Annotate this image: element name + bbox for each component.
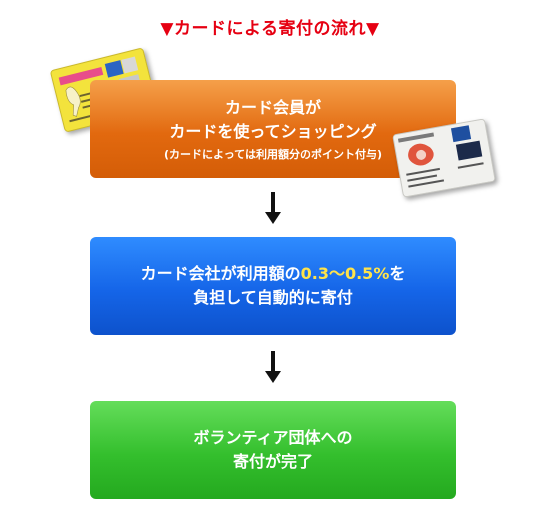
step-card-donation-complete: ボランティア団体への 寄付が完了 [90,401,456,499]
step1-note: (カードによっては利用額分のポイント付与) [164,147,382,161]
donation-rate-highlight: 0.3〜0.5% [300,264,390,283]
down-arrow-icon [265,351,281,383]
step2-line1-suffix: を [389,264,406,283]
step3-line1: ボランティア団体への [193,428,353,447]
down-arrow-icon [265,192,281,224]
step2-line1: カード会社が利用額の0.3〜0.5%を [141,262,406,286]
white-credit-card-image [392,118,496,198]
step2-line1-text: カード会社が利用額の [140,264,301,283]
step-card-company-donation: カード会社が利用額の0.3〜0.5%を 負担して自動的に寄付 [90,237,456,335]
flow-title: ▼カードによる寄付の流れ▼ [160,19,380,39]
step1-line2: カードを使ってショッピング [169,121,377,141]
step3-line2: 寄付が完了 [232,452,313,471]
step2-line2: 負担して自動的に寄付 [193,288,353,307]
step-card-shopping: カード会員が カードを使ってショッピング (カードによっては利用額分のポイント付… [90,80,456,178]
step1-line1: カード会員が [224,97,321,117]
